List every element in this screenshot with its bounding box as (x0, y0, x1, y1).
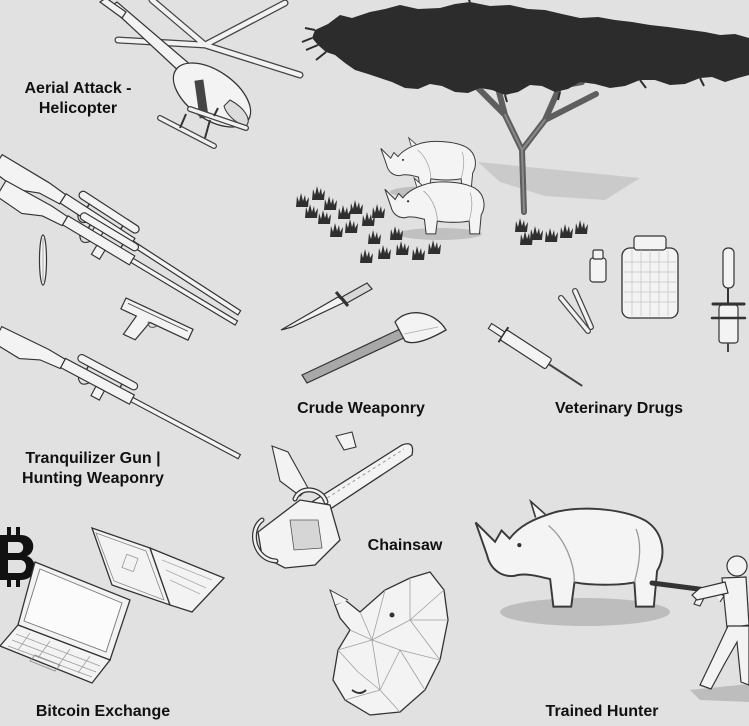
helicopter-label-line-1: Aerial Attack - (0, 79, 156, 99)
trained-hunter-label: Trained Hunter (522, 702, 682, 722)
veterinary-drugs-label: Veterinary Drugs (539, 399, 699, 419)
rifle-icon (0, 169, 245, 337)
forceps-icon (561, 291, 591, 331)
chainsaw-label: Chainsaw (345, 536, 465, 556)
syringe-icon (485, 318, 587, 393)
acacia-tree-icon (302, 0, 749, 212)
rhino-icon (476, 501, 663, 606)
bottle-icon (590, 250, 606, 282)
knife-icon (281, 283, 372, 330)
helicopter-label-line-2: Helicopter (0, 99, 156, 119)
bitcoin-exchange-label: Bitcoin Exchange (23, 702, 183, 722)
pistol-icon (112, 298, 193, 360)
rhino-head-icon (330, 572, 448, 715)
jar-icon (622, 236, 678, 318)
rifle-icon (0, 315, 247, 471)
tree-shadow (478, 162, 640, 200)
tranquilizer-label: Tranquilizer Gun | Hunting Weaponry (13, 449, 173, 489)
crude-weaponry-label: Crude Weaponry (281, 399, 441, 419)
tranquilizer-label-line-1: Tranquilizer Gun | (13, 449, 173, 469)
helicopter-label: Aerial Attack - Helicopter (0, 79, 156, 119)
rhino-icon (385, 178, 484, 234)
syringe-icon (712, 248, 745, 352)
tranquilizer-label-line-2: Hunting Weaponry (13, 469, 173, 489)
rifle-icon (0, 143, 249, 328)
dart-icon (40, 235, 47, 285)
bitcoin-icon (0, 527, 35, 587)
hunter-icon (652, 556, 749, 702)
helicopter-icon (100, 0, 300, 146)
axe-icon (302, 313, 446, 383)
